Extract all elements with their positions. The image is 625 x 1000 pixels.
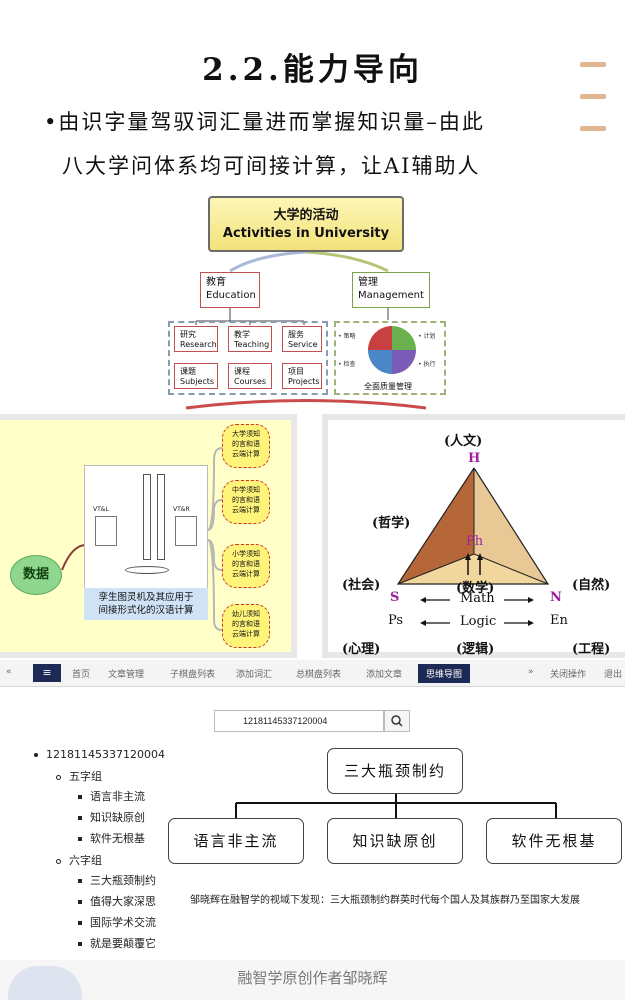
cloud-primary-school: 小学须知 的言和语 云端计算 <box>222 544 270 588</box>
pdca-circle-icon <box>368 326 416 374</box>
quality-side-label: • 执行 <box>418 361 436 368</box>
scroll-right-icon[interactable]: » <box>528 667 534 677</box>
knowledge-triangle-panel: (人文) H (哲学) Ph (社会) (数学) (自然) S N Math P… <box>322 414 625 658</box>
search-icon <box>391 715 403 727</box>
footer-bar <box>0 960 625 1000</box>
label-society: (社会) <box>342 578 381 593</box>
label-math-cn: (数学) <box>456 581 495 596</box>
search-input[interactable]: 12181145337120004 <box>214 710 384 732</box>
base-icon <box>125 566 169 574</box>
activities-title-cn: 大学的活动 <box>273 208 339 223</box>
data-node: 数据 <box>10 555 62 595</box>
quality-side-label: • 策略 <box>338 333 356 340</box>
accent-bar <box>580 126 606 131</box>
label-psychology: (心理) <box>342 642 381 657</box>
tape-left-icon <box>143 474 151 560</box>
projects-box: 项目 Projects <box>282 363 322 389</box>
tree-group-5[interactable]: 五字组 <box>56 768 102 784</box>
tab-bar: « ≡ 首页 文章管理 子棋盘列表 添加词汇 总棋盘列表 添加文章 思维导图 »… <box>0 660 625 687</box>
mind-map-child[interactable]: 软件无根基 <box>486 818 622 864</box>
cloud-middle-school: 中学须知 的言和语 云端计算 <box>222 480 270 524</box>
mind-map-root[interactable]: 三大瓶颈制约 <box>327 748 463 794</box>
search-button[interactable] <box>384 710 410 732</box>
tree-item[interactable]: 三大瓶颈制约 <box>78 872 156 888</box>
label-humanities: (人文) <box>444 434 483 449</box>
device-left-icon <box>95 516 117 546</box>
label-logic: Logic <box>460 614 497 629</box>
vertex-n: N <box>550 590 562 605</box>
accent-bar <box>580 94 606 99</box>
tree-item[interactable]: 语言非主流 <box>78 788 145 804</box>
tree-item[interactable]: 国际学术交流 <box>78 914 156 930</box>
label-math: Math <box>460 591 495 606</box>
vertex-en: En <box>550 613 568 628</box>
activities-diagram: 大学的活动 Activities in University 教育 Educat… <box>166 193 450 411</box>
tab-board-list[interactable]: 总棋盘列表 <box>296 670 342 680</box>
data-connectors <box>61 447 223 631</box>
quality-side-label: • 计划 <box>418 333 436 340</box>
tree-group-6[interactable]: 六字组 <box>56 852 102 868</box>
quality-side-label: • 检查 <box>338 361 356 368</box>
vertex-s: S <box>390 590 400 605</box>
vt-left-label: VT&L <box>93 506 109 513</box>
tab-sub-board-list[interactable]: 子棋盘列表 <box>170 670 216 680</box>
cloud-university: 大学须知 的言和语 云端计算 <box>222 424 270 468</box>
tree-item[interactable]: 值得大家深思 <box>78 893 156 909</box>
bullet-line-2: 八大学问体系均可间接计算，让AI辅助人 <box>62 154 481 178</box>
vertex-h: H <box>468 451 481 466</box>
education-box: 教育 Education <box>200 272 260 308</box>
label-nature: (自然) <box>572 578 611 593</box>
mind-map-child[interactable]: 知识缺原创 <box>327 818 463 864</box>
vertex-ps: Ps <box>388 613 404 628</box>
close-actions-menu[interactable]: 关闭操作 <box>550 670 587 680</box>
education-group <box>168 321 328 395</box>
vertex-ph: Ph <box>466 534 484 549</box>
tape-right-icon <box>157 474 165 560</box>
activities-connectors <box>185 250 427 410</box>
cloud-kindergarten: 幼儿须知 的言和语 云端计算 <box>222 604 270 648</box>
tree-item[interactable]: 就是要颠覆它 <box>78 935 156 951</box>
label-logic-cn: (逻辑) <box>456 642 495 657</box>
tree-item[interactable]: 软件无根基 <box>78 830 145 846</box>
management-box: 管理 Management <box>352 272 430 308</box>
tree-item[interactable]: 知识缺原创 <box>78 809 145 825</box>
quality-group <box>334 321 446 395</box>
subjects-box: 课题 Subjects <box>174 363 218 389</box>
turing-machine-panel: 数据 VT&L VT&R 孪生图灵机及其应用于 间接形式化的汉语计算 大学须知 … <box>0 414 297 658</box>
scroll-left-icon[interactable]: « <box>6 667 12 677</box>
tree-root[interactable]: 12181145337120004 <box>34 748 165 761</box>
vt-right-label: VT&R <box>173 506 190 513</box>
device-right-icon <box>175 516 197 546</box>
service-box: 服务 Service <box>282 326 322 352</box>
knowledge-triangle <box>396 467 550 626</box>
teaching-box: 教学 Teaching <box>228 326 272 352</box>
accent-bar <box>580 62 606 67</box>
mind-map-child[interactable]: 语言非主流 <box>168 818 304 864</box>
courses-box: 课程 Courses <box>228 363 272 389</box>
activities-title-en: Activities in University <box>222 226 390 241</box>
tab-article-manage[interactable]: 文章管理 <box>108 670 145 680</box>
discovery-sentence: 邹晓辉在融智学的视域下发现：三大瓶颈制约群英时代每个国人及其族群乃至国家大发展 <box>190 895 580 906</box>
menu-icon[interactable]: ≡ <box>33 664 61 682</box>
machine-caption: 孪生图灵机及其应用于 间接形式化的汉语计算 <box>84 588 208 620</box>
slide-title: 2.2.能力导向 <box>202 52 423 88</box>
label-engineering: (工程) <box>572 642 611 657</box>
footer-decoration <box>8 966 82 1000</box>
tab-add-article[interactable]: 添加文章 <box>366 670 403 680</box>
logout-link[interactable]: 退出 <box>604 670 623 680</box>
tab-add-vocab[interactable]: 添加词汇 <box>236 670 273 680</box>
label-philosophy: (哲学) <box>372 516 411 531</box>
tab-mind-map[interactable]: 思维导图 <box>418 664 471 683</box>
quality-label: 全面质量管理 <box>364 382 412 391</box>
tab-home[interactable]: 首页 <box>72 670 91 680</box>
research-box: 研究 Research <box>174 326 218 352</box>
footer-author: 融智学原创作者邹晓辉 <box>237 969 388 987</box>
activities-title-box: 大学的活动 Activities in University <box>208 196 404 252</box>
bullet-line-1: •由识字量驾驭词汇量进而掌握知识量–由此 <box>44 110 485 134</box>
